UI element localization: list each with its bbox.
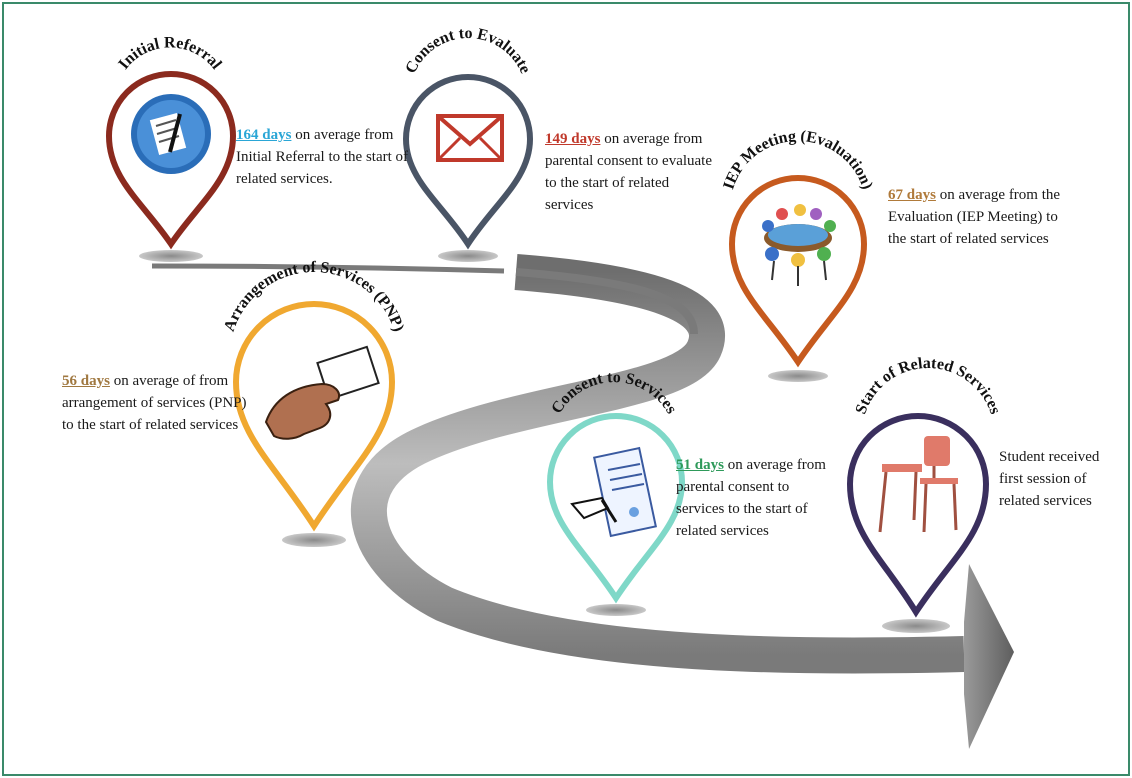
pin-title-initial-referral: Initial Referral <box>115 34 225 73</box>
desc-text-start-of-related-services: Student received first session of relate… <box>999 449 1100 509</box>
pin-consent-to-evaluate: Consent to Evaluate <box>402 25 534 262</box>
envelope-icon <box>436 114 504 162</box>
desc-text-initial-referral: on average from Initial Referral to the … <box>236 127 409 187</box>
desc-consent-to-evaluate: 149 days on average from parental consen… <box>545 128 715 216</box>
pin-initial-referral: Initial Referral <box>105 34 237 262</box>
hand-card-icon <box>264 345 380 440</box>
days-arrangement-of-services: 56 days <box>62 373 110 389</box>
meeting-table-icon <box>762 204 836 286</box>
desc-arrangement-of-services: 56 days on average of from arrangement o… <box>62 370 252 436</box>
days-consent-to-services: 51 days <box>676 457 724 473</box>
desc-text-consent-to-services: on average from parental consent to serv… <box>676 457 826 539</box>
signing-document-icon <box>570 446 657 538</box>
desc-iep-meeting: 67 days on average from the Evaluation (… <box>888 184 1078 250</box>
desc-text-iep-meeting: on average from the Evaluation (IEP Meet… <box>888 187 1061 247</box>
timeline-arrowhead <box>964 564 1014 749</box>
days-consent-to-evaluate: 149 days <box>545 131 601 147</box>
desc-start-of-related-services: Student received first session of relate… <box>999 446 1117 512</box>
pin-title-consent-to-evaluate: Consent to Evaluate <box>402 25 533 76</box>
school-desk-icon <box>878 436 958 533</box>
days-initial-referral: 164 days <box>236 127 292 143</box>
days-iep-meeting: 67 days <box>888 187 936 203</box>
desc-consent-to-services: 51 days on average from parental consent… <box>676 454 836 542</box>
timeline-road <box>151 254 1014 749</box>
timeline-diagram: Initial Referral Consent to Evaluate <box>105 25 1014 749</box>
pin-title-start-of-related-services: Start of Related Services <box>852 355 1003 416</box>
pin-iep-meeting: IEP Meeting (Evaluation) <box>720 128 876 382</box>
document-pen-icon <box>149 112 187 156</box>
desc-text-arrangement-of-services: on average of from arrangement of servic… <box>62 373 247 433</box>
desc-initial-referral: 164 days on average from Initial Referra… <box>236 124 416 190</box>
desc-text-consent-to-evaluate: on average from parental consent to eval… <box>545 131 713 213</box>
